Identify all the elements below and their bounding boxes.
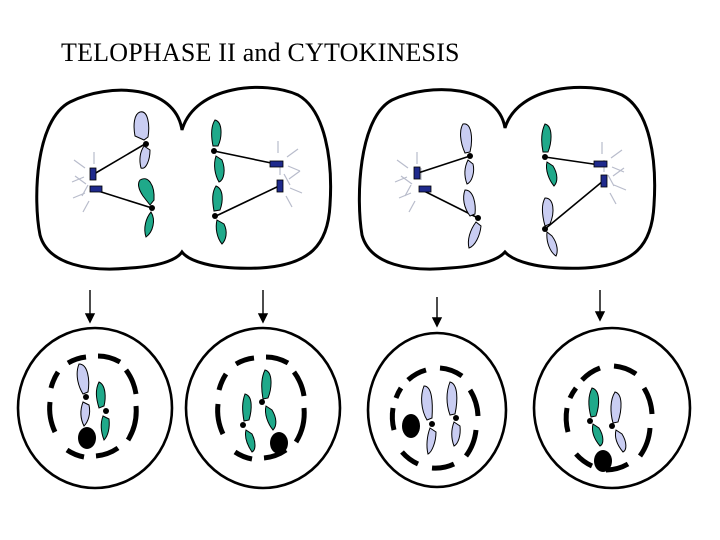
- arrow-down-icon: [431, 297, 443, 328]
- daughter-nucleus-2: [184, 326, 342, 490]
- centrosome: [413, 166, 421, 180]
- centrosomes: [413, 160, 608, 193]
- nuclear-envelope: [563, 363, 655, 473]
- centromere: [453, 415, 459, 421]
- centromere: [259, 399, 265, 405]
- nuclear-envelope: [47, 353, 139, 460]
- centrosome: [276, 179, 284, 193]
- arrow-down-icon: [84, 290, 96, 324]
- daughter-nucleus-3: [366, 331, 508, 489]
- centrosome: [89, 185, 103, 193]
- centromere: [587, 418, 593, 424]
- centromeres: [467, 153, 548, 232]
- daughter-nucleus-1: [16, 326, 174, 490]
- centrosome: [418, 185, 432, 193]
- nuclear-envelope: [389, 365, 481, 471]
- diagram-title: TELOPHASE II and CYTOKINESIS: [61, 38, 460, 67]
- cell-membrane: [16, 326, 174, 490]
- cell-membrane: [184, 326, 342, 490]
- chromatid-green: [138, 119, 227, 245]
- chromatid-lavender: [133, 111, 151, 169]
- nucleolus: [270, 432, 288, 454]
- arrow-down-icon: [594, 290, 606, 322]
- chromatid-green: [541, 123, 558, 187]
- arrows: [84, 290, 606, 328]
- chromatid-green: [588, 387, 604, 447]
- daughter-nucleus-4: [532, 326, 692, 490]
- chromatid-lavender: [76, 363, 91, 427]
- cell-membrane: [366, 331, 508, 489]
- chromatid-green: [95, 381, 110, 441]
- centromere: [103, 408, 109, 414]
- chromatid-lavender: [460, 123, 558, 257]
- centrosome: [600, 174, 608, 188]
- cell-membrane: [35, 85, 333, 271]
- centromere: [609, 423, 615, 429]
- nucleolus: [78, 427, 96, 449]
- centrosomes: [89, 160, 284, 193]
- centromere: [429, 421, 435, 427]
- chromatid-green: [242, 369, 277, 453]
- centrosome: [593, 160, 608, 168]
- nucleolus: [594, 450, 612, 472]
- chromatid-lavender: [421, 381, 461, 455]
- cell-membrane: [357, 85, 657, 271]
- arrow-down-icon: [257, 290, 269, 324]
- spindle-fibers: [93, 143, 280, 217]
- centrosome: [269, 160, 284, 168]
- dividing-cell-pair-right: [357, 85, 657, 271]
- centromere: [83, 394, 89, 400]
- centromeres: [143, 141, 218, 219]
- chromatid-lavender: [610, 391, 627, 453]
- centrosome: [89, 167, 97, 181]
- nucleolus: [402, 414, 420, 438]
- dividing-cell-pair-left: [35, 85, 333, 271]
- centromere: [240, 422, 246, 428]
